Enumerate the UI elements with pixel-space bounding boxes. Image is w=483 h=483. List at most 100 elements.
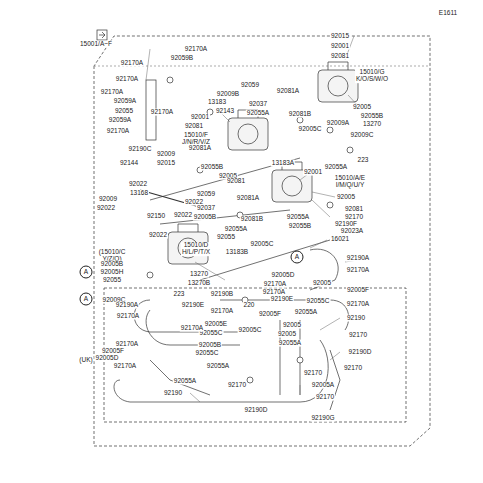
callout-number: 92001: [190, 114, 210, 121]
callout-number: 92005F: [346, 287, 370, 294]
callout-number: 92190E: [270, 296, 294, 303]
callout-number: 92009: [156, 151, 176, 158]
callout-number: 92001: [330, 43, 350, 50]
callout-number: 92055B: [360, 113, 384, 120]
callout-letter: A: [295, 254, 299, 261]
callout-number: 13183B: [225, 249, 249, 256]
callout-number: 92005B: [193, 214, 217, 221]
callout-number: 92055A: [246, 110, 270, 117]
callout-number: 92081B: [288, 111, 312, 118]
callout-number: 92055A: [278, 340, 302, 347]
callout-number: 92055B: [200, 164, 224, 171]
callout-number: 92005C: [298, 126, 323, 133]
callout-number: 92144: [119, 160, 139, 167]
callout-number: 92055A: [173, 378, 197, 385]
callout-number: 92055A: [294, 309, 318, 316]
callout-letter: A: [84, 296, 88, 303]
callout-number: 92170A: [120, 60, 144, 67]
callout-number: 92170A: [346, 301, 370, 308]
callout-number: 13270: [362, 121, 382, 128]
callout-number: 92005C: [238, 327, 263, 334]
circled-callout: A: [80, 293, 93, 306]
callout-number: 92081: [184, 123, 204, 130]
callout-number: 13270B: [187, 280, 211, 287]
callout-number: 92059B: [170, 55, 194, 62]
callout-number: 92170A: [106, 128, 130, 135]
callout-number: 92022: [96, 205, 116, 212]
callout-number: 92055: [114, 108, 134, 115]
callout-number: 92190A: [115, 302, 139, 309]
callout-number: 92190C: [128, 146, 153, 153]
callout-number: 92170: [227, 382, 247, 389]
callout-number: 92170: [348, 332, 368, 339]
callout-number: 223: [357, 157, 370, 164]
callout-number: 92009A: [326, 120, 350, 127]
callout-number: 92055C: [195, 350, 220, 357]
callout-number: 92005B: [198, 342, 222, 349]
callout-number: 92170A: [263, 281, 287, 288]
callout-number: 92081: [226, 178, 246, 185]
callout-number: 92005H: [100, 269, 125, 276]
callout-number: E1611: [438, 10, 458, 17]
callout-number: 92009C: [350, 132, 375, 139]
callout-number: 15010/G K/O/S/W/O: [355, 69, 389, 83]
callout-number: 92170A: [115, 341, 139, 348]
callout-number: 92022: [148, 232, 168, 239]
callout-number: 92005F: [258, 311, 282, 318]
callout-number: 92005E: [204, 321, 228, 328]
callout-number: 92005B: [100, 261, 124, 268]
callout-number: 13270: [189, 271, 209, 278]
callout-number: 92081B: [240, 216, 264, 223]
callout-number: 13183: [207, 99, 227, 106]
callout-number: 92001: [303, 169, 323, 176]
callout-number: 92015: [156, 160, 176, 167]
callout-number: 92005: [277, 331, 297, 338]
callout-number: 92037: [248, 101, 268, 108]
callout-number: 92170A: [180, 325, 204, 332]
circled-callout: A: [80, 266, 93, 279]
callout-number: 92055A: [206, 363, 230, 370]
callout-number: 220: [243, 302, 256, 309]
callout-number: 92190D: [348, 349, 373, 356]
callout-letter: A: [84, 269, 88, 276]
callout-number: 92170: [315, 394, 335, 401]
callout-number: 92170: [303, 370, 323, 377]
callout-number: 223: [173, 291, 186, 298]
callout-number: 92037: [196, 205, 216, 212]
callout-number: 92005: [312, 280, 332, 287]
callout-number: 92059: [240, 82, 260, 89]
callout-number: 92170A: [262, 289, 286, 296]
callout-number: 92023A: [340, 228, 364, 235]
callout-number: 92005: [352, 104, 372, 111]
callout-number: 92190E: [181, 302, 205, 309]
callout-number: 92190B: [210, 291, 234, 298]
callout-number: 92005D: [95, 355, 120, 362]
callout-number: 92170A: [115, 76, 139, 83]
circled-callout: A: [291, 251, 304, 264]
callout-number: 92081A: [236, 195, 260, 202]
callout-number: 92005: [282, 322, 302, 329]
callout-number: 92170: [343, 365, 363, 372]
callout-number: 92170A: [116, 313, 140, 320]
callout-number: 92190: [346, 315, 366, 322]
callout-number: 92170A: [150, 109, 174, 116]
callout-number: 92081A: [188, 145, 212, 152]
callout-number: 92190F: [334, 221, 358, 228]
callout-number: (UK): [78, 357, 93, 364]
callout-number: 16021: [330, 236, 350, 243]
callout-number: 92170A: [346, 267, 370, 274]
callout-number: 92005D: [271, 272, 296, 279]
callout-number: 92055A: [224, 226, 248, 233]
callout-number: 92009: [98, 196, 118, 203]
callout-number: 92059: [196, 191, 216, 198]
callout-number: 92170A: [184, 46, 208, 53]
callout-number: 15010/D H/L/P/T/X: [181, 242, 211, 256]
callout-number: 92015: [330, 33, 350, 40]
callout-number: 92170A: [210, 308, 234, 315]
callout-number: 92081: [330, 53, 350, 60]
callout-number: 92081: [344, 206, 364, 213]
callout-number: 92055: [216, 234, 236, 241]
callout-number: 92005A: [311, 382, 335, 389]
callout-number: 92055C: [306, 298, 331, 305]
